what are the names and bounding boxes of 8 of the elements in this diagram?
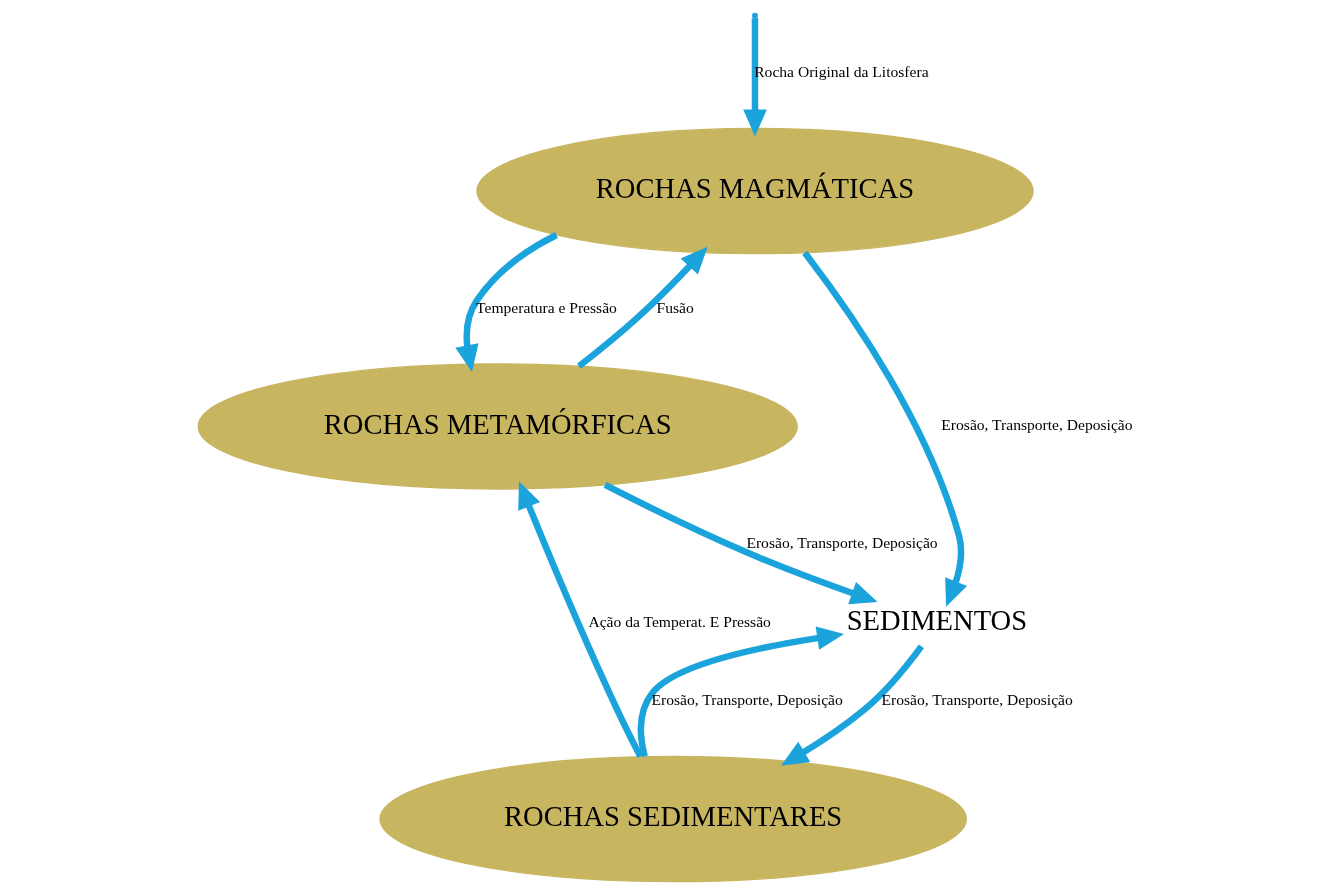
node-text: SEDIMENTOS	[846, 605, 1028, 637]
edge-label: Ação da Temperat. E Pressão	[588, 612, 771, 630]
edge-label: Temperatura e Pressão	[476, 298, 617, 316]
edge-label: Fusão	[656, 298, 694, 316]
edge-label: Erosão, Transporte, Deposição	[651, 691, 843, 709]
edge-label: Erosão, Transporte, Deposição	[746, 534, 938, 552]
edge-label: Erosão, Transporte, Deposição	[941, 416, 1133, 434]
edge-label: Erosão, Transporte, Deposição	[881, 691, 1073, 709]
